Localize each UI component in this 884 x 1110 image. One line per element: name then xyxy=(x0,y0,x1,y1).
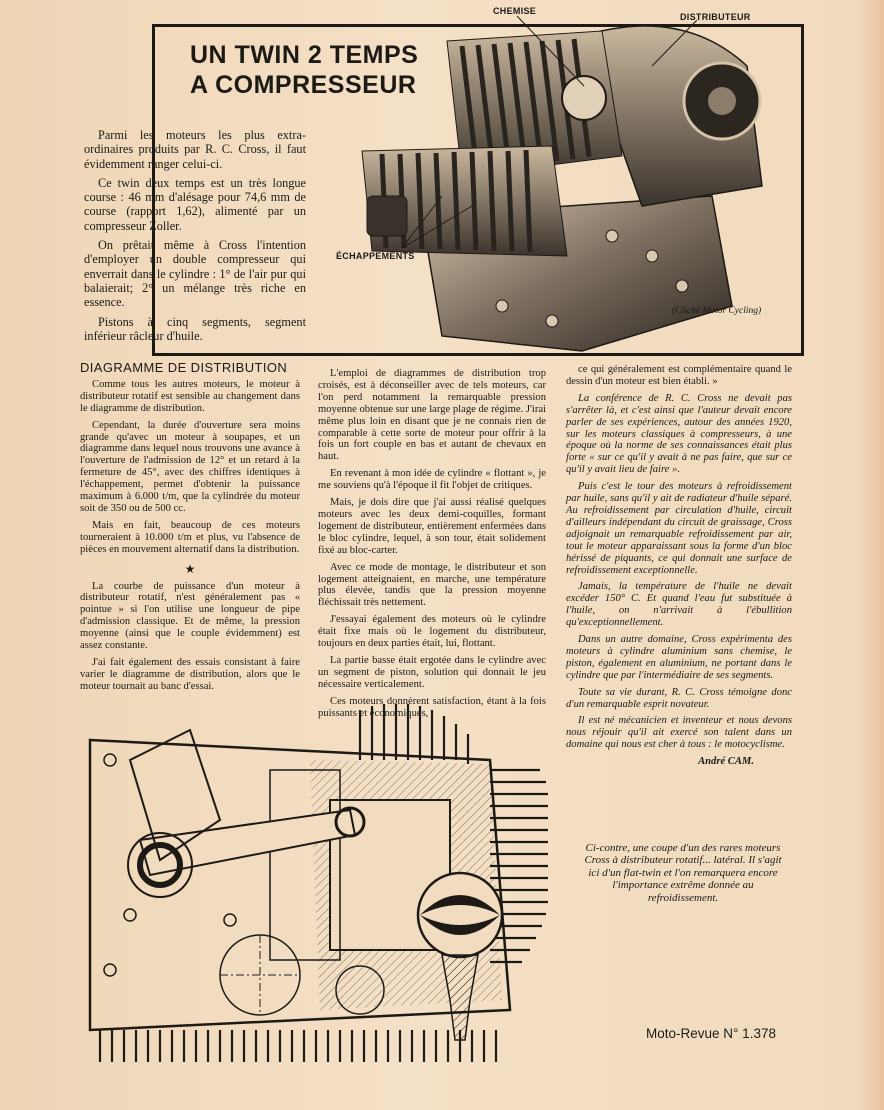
intro-paragraph: Pistons à cinq segments, segment inférie… xyxy=(84,314,306,343)
col2-paragraph: Avec ce mode de montage, le distributeur… xyxy=(318,561,546,609)
col2-paragraph: En revenant à mon idée de cylindre « flo… xyxy=(318,468,546,492)
column-3: ce qui généralement est complémentaire q… xyxy=(566,364,792,773)
col1-paragraph: Mais en fait, beaucoup de ces moteurs to… xyxy=(80,519,300,555)
col3-paragraph: Dans un autre domaine, Cross expérimenta… xyxy=(566,634,792,681)
col3-paragraph: La conférence de R. C. Cross ne devait p… xyxy=(566,392,792,476)
page-edge-shade xyxy=(858,0,884,1110)
col1-paragraph: Cependant, la durée d'ouverture sera moi… xyxy=(80,419,300,514)
issue-footer: Moto-Revue N° 1.378 xyxy=(646,1026,776,1041)
label-distributeur: DISTRIBUTEUR xyxy=(680,12,751,22)
col3-paragraph: Jamais, la température de l'huile ne dev… xyxy=(566,581,792,629)
intro-paragraph: Parmi les moteurs les plus extra-ordinai… xyxy=(84,128,306,171)
col2-paragraph: Mais, je dois dire que j'ai aussi réalis… xyxy=(318,497,546,556)
intro-text: Parmi les moteurs les plus extra-ordinai… xyxy=(84,128,306,348)
col2-paragraph: La partie basse était ergotée dans le cy… xyxy=(318,654,546,690)
intro-paragraph: On prêtait même à Cross l'intention d'em… xyxy=(84,238,306,310)
col1-paragraph: J'ai fait également des essais consistan… xyxy=(80,656,300,692)
intro-paragraph: Ce twin deux temps est un très longue co… xyxy=(84,175,306,233)
photo-credit: (Cliché Motor Cycling) xyxy=(672,306,762,316)
headline-line-1: UN TWIN 2 TEMPS xyxy=(190,41,419,69)
signature: André CAM. xyxy=(698,756,754,768)
label-echappements: ÉCHAPPEMENTS xyxy=(336,251,415,261)
col2-paragraph: Ces moteurs donnèrent satisfaction, étan… xyxy=(318,695,546,719)
section-title: DIAGRAMME DE DISTRIBUTION xyxy=(80,360,288,375)
col3-paragraph: Toute sa vie durant, R. C. Cross témoign… xyxy=(566,686,792,710)
col2-paragraph: J'essayai également des moteurs où le cy… xyxy=(318,614,546,650)
col2-paragraph: L'emploi de diagrammes de distribution t… xyxy=(318,368,546,463)
engine-photo xyxy=(361,15,763,352)
col3-paragraph: ce qui généralement est complémentaire q… xyxy=(566,364,792,387)
label-chemise: CHEMISE xyxy=(493,6,537,16)
headline: UN TWIN 2 TEMPS A COMPRESSEUR xyxy=(190,40,440,100)
col1-paragraph: Comme tous les autres moteurs, le moteur… xyxy=(80,378,300,414)
engine-cross-section-drawing xyxy=(88,704,548,1062)
column-2: L'emploi de diagrammes de distribution t… xyxy=(318,368,546,724)
headline-line-2: A COMPRESSEUR xyxy=(190,71,417,99)
title-frame xyxy=(152,24,804,356)
drawing-caption: Ci-contre, une coupe d'un des rares mote… xyxy=(584,842,782,904)
star-separator: ★ xyxy=(184,561,196,576)
col3-paragraph: Il est né mécanicien et inventeur et nou… xyxy=(566,715,792,751)
col1-paragraph: La courbe de puissance d'un moteur à dis… xyxy=(80,580,300,652)
column-1: DIAGRAMME DE DISTRIBUTION Comme tous les… xyxy=(80,360,300,698)
col3-paragraph: Puis c'est le tour des moteurs à refroid… xyxy=(566,481,792,576)
